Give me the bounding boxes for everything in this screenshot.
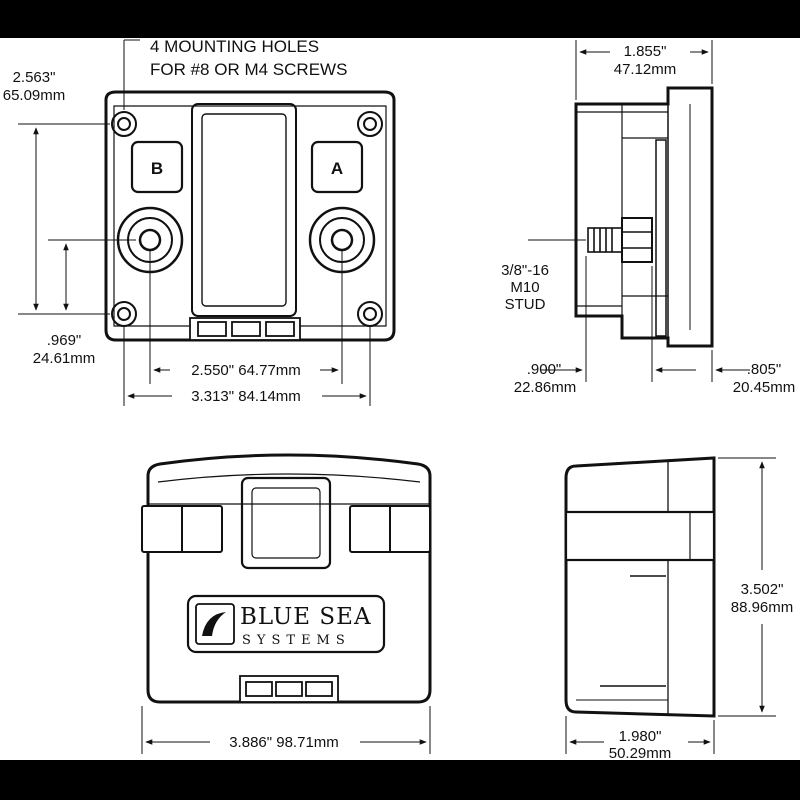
stud-len-in-label: .900" bbox=[527, 361, 562, 378]
stud-size-line1: 3/8"-16 bbox=[501, 262, 549, 279]
side-view bbox=[528, 40, 750, 382]
end-view bbox=[564, 456, 776, 754]
terminal-b-label: B bbox=[151, 159, 163, 178]
cover-in-label: .805" bbox=[747, 361, 782, 378]
mounting-hole-tl bbox=[111, 111, 137, 137]
brand-logo bbox=[186, 594, 386, 654]
offset-mm-label: 24.61mm bbox=[33, 350, 96, 367]
end-body-outline bbox=[564, 456, 716, 718]
terminal-a-box bbox=[310, 140, 364, 194]
front-window bbox=[240, 476, 332, 570]
stud-side bbox=[587, 217, 653, 263]
end-height-in-label: 3.502" bbox=[741, 581, 784, 598]
end-width-mm-label: 50.29mm bbox=[609, 745, 672, 762]
mounting-note-line2: FOR #8 OR M4 SCREWS bbox=[150, 60, 347, 79]
front-body-outline bbox=[146, 453, 432, 704]
front-tab-right bbox=[349, 505, 431, 553]
end-width-in-label: 1.980" bbox=[619, 728, 662, 745]
front-view bbox=[141, 453, 432, 754]
center-window bbox=[191, 103, 297, 317]
height-in-label: 2.563" bbox=[13, 69, 56, 86]
mounting-note-line1: 4 MOUNTING HOLES bbox=[150, 37, 319, 56]
hole-spacing-label: 3.313" 84.14mm bbox=[191, 388, 301, 405]
stud-len-mm-label: 22.86mm bbox=[514, 379, 577, 396]
stud-size-line2: M10 bbox=[510, 279, 539, 296]
brand-name-line1: BLUE SEA bbox=[240, 604, 372, 630]
cover-mm-label: 20.45mm bbox=[733, 379, 796, 396]
front-bottom-connector bbox=[239, 675, 339, 703]
stud-size-line3: STUD bbox=[505, 296, 546, 313]
bottom-connector bbox=[189, 317, 301, 341]
terminal-a-label: A bbox=[331, 159, 343, 178]
offset-in-label: .969" bbox=[47, 332, 82, 349]
center-window-inner bbox=[201, 113, 287, 307]
front-tab-left bbox=[141, 505, 223, 553]
terminal-b-box bbox=[130, 140, 184, 194]
top-view bbox=[18, 39, 396, 406]
end-height-mm-label: 88.96mm bbox=[731, 599, 794, 616]
height-mm-label: 65.09mm bbox=[3, 87, 66, 104]
brand-name-line2: SYSTEMS bbox=[242, 633, 351, 648]
depth-in-label: 1.855" bbox=[624, 43, 667, 60]
mounting-hole-tr bbox=[357, 111, 383, 137]
front-width-label: 3.886" 98.71mm bbox=[229, 734, 339, 751]
depth-mm-label: 47.12mm bbox=[614, 61, 677, 78]
end-band bbox=[564, 510, 716, 562]
stud-spacing-label: 2.550" 64.77mm bbox=[191, 362, 301, 379]
switch-body-outline bbox=[104, 90, 396, 342]
